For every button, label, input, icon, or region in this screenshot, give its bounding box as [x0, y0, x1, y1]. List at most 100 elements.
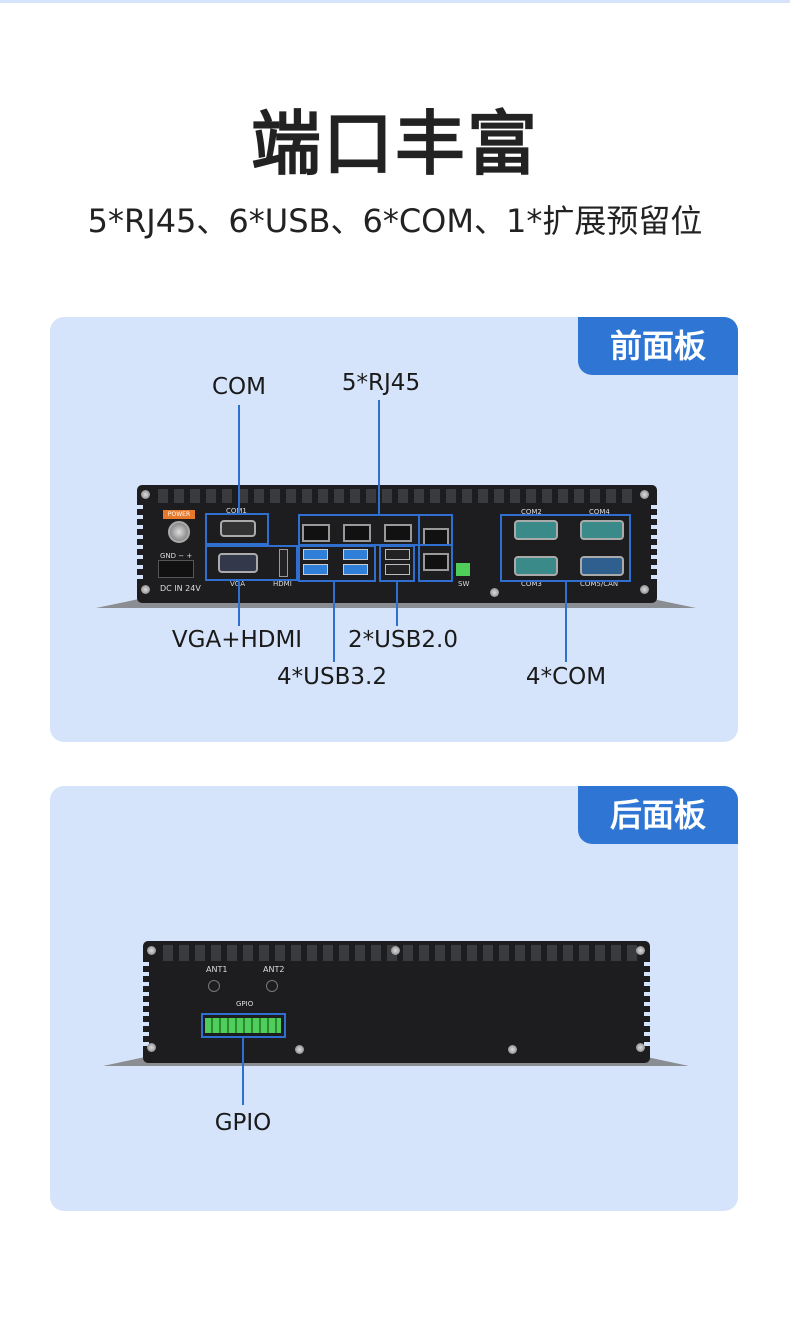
label-4com: 4*COM [525, 664, 607, 690]
screw [640, 585, 649, 594]
screw [636, 1043, 645, 1052]
page-subtitle: 5*RJ45、6*USB、6*COM、1*扩展预留位 [87, 202, 703, 240]
side-fin-gap [143, 962, 149, 966]
fin-slot [467, 945, 477, 961]
fin-slot [334, 489, 344, 503]
fin-slot [526, 489, 536, 503]
fin-slot [318, 489, 328, 503]
side-fin-gap [644, 962, 650, 966]
usb2-port [385, 564, 410, 575]
side-fin-gap [644, 992, 650, 996]
dc-in-label: DC IN 24V [160, 584, 201, 593]
com2-label: COM2 [521, 508, 542, 516]
side-fin-gap [137, 525, 143, 529]
fin-slot [195, 945, 205, 961]
fin-slot [542, 489, 552, 503]
screw [640, 490, 649, 499]
rear-panel-tab: 后面板 [578, 786, 738, 844]
side-fin-gap [137, 565, 143, 569]
fin-slot [163, 945, 173, 961]
fin-slot [622, 489, 632, 503]
side-fin-gap [644, 1002, 650, 1006]
ant1-label: ANT1 [206, 965, 228, 974]
hdmi-label: HDMI [273, 580, 292, 588]
fin-slot [174, 489, 184, 503]
screw [147, 1043, 156, 1052]
dc-power-connector [158, 560, 194, 578]
side-fin-gap [651, 565, 657, 569]
fin-slot [339, 945, 349, 961]
usb3-port [303, 564, 328, 575]
fin-slot [270, 489, 280, 503]
com5-label: COM5/CAN [580, 580, 619, 588]
side-fin-gap [143, 1002, 149, 1006]
dc-polarity: GND − + [160, 552, 193, 560]
fin-slot [243, 945, 253, 961]
usb2-leader-line [396, 582, 398, 626]
rj45-port [343, 524, 371, 542]
ant2-label: ANT2 [263, 965, 285, 974]
vga-leader-line [238, 581, 240, 626]
fin-slot [350, 489, 360, 503]
screw [141, 490, 150, 499]
fin-slot [414, 489, 424, 503]
side-fin-gap [143, 992, 149, 996]
fin-slot [510, 489, 520, 503]
com1-port [220, 520, 256, 537]
rj45-port [423, 553, 449, 571]
side-fin-gap [137, 555, 143, 559]
com4-label: COM4 [589, 508, 610, 516]
screw [636, 946, 645, 955]
fin-slot [254, 489, 264, 503]
com3-port [514, 556, 558, 576]
usb3-port [343, 549, 368, 560]
fin-slot [446, 489, 456, 503]
rj45-port [302, 524, 330, 542]
fin-slot [462, 489, 472, 503]
usb2-highlight-box [379, 545, 415, 582]
com4-leader-line [565, 582, 567, 662]
screw [147, 946, 156, 955]
com4-highlight-box [500, 514, 631, 582]
screw [141, 585, 150, 594]
gpio-leader-line [242, 1038, 244, 1105]
side-fin-gap [137, 575, 143, 579]
fin-slot [403, 945, 413, 961]
fin-slot [275, 945, 285, 961]
side-fin-gap [137, 535, 143, 539]
sw-connector [456, 563, 470, 576]
screw [490, 588, 499, 597]
side-fin-gap [644, 982, 650, 986]
fin-slot [179, 945, 189, 961]
usb3-highlight-box [298, 545, 376, 582]
fin-slot [574, 489, 584, 503]
fin-slot [595, 945, 605, 961]
hdmi-port [279, 549, 288, 577]
fin-slot [499, 945, 509, 961]
side-fin-gap [143, 1022, 149, 1026]
sw-label: SW [458, 580, 470, 588]
side-fin-gap [651, 535, 657, 539]
com2-port [514, 520, 558, 540]
power-button[interactable] [168, 521, 190, 543]
vga-port [218, 553, 258, 573]
side-fin-gap [143, 972, 149, 976]
gpio-highlight-box [201, 1013, 286, 1038]
fin-slot [211, 945, 221, 961]
fin-slot [606, 489, 616, 503]
label-rj45: 5*RJ45 [341, 370, 421, 396]
fin-slot [515, 945, 525, 961]
side-fin-gap [644, 1022, 650, 1026]
front-panel-tab: 前面板 [578, 317, 738, 375]
com3-label: COM3 [521, 580, 542, 588]
usb3-leader-line [333, 582, 335, 662]
ant2-hole [266, 980, 278, 992]
side-fin-gap [137, 515, 143, 519]
fin-slot [494, 489, 504, 503]
fin-slot [206, 489, 216, 503]
fin-slot [478, 489, 488, 503]
fin-slot [371, 945, 381, 961]
top-divider [0, 0, 790, 3]
side-fin-gap [651, 545, 657, 549]
label-com: COM [211, 374, 267, 400]
